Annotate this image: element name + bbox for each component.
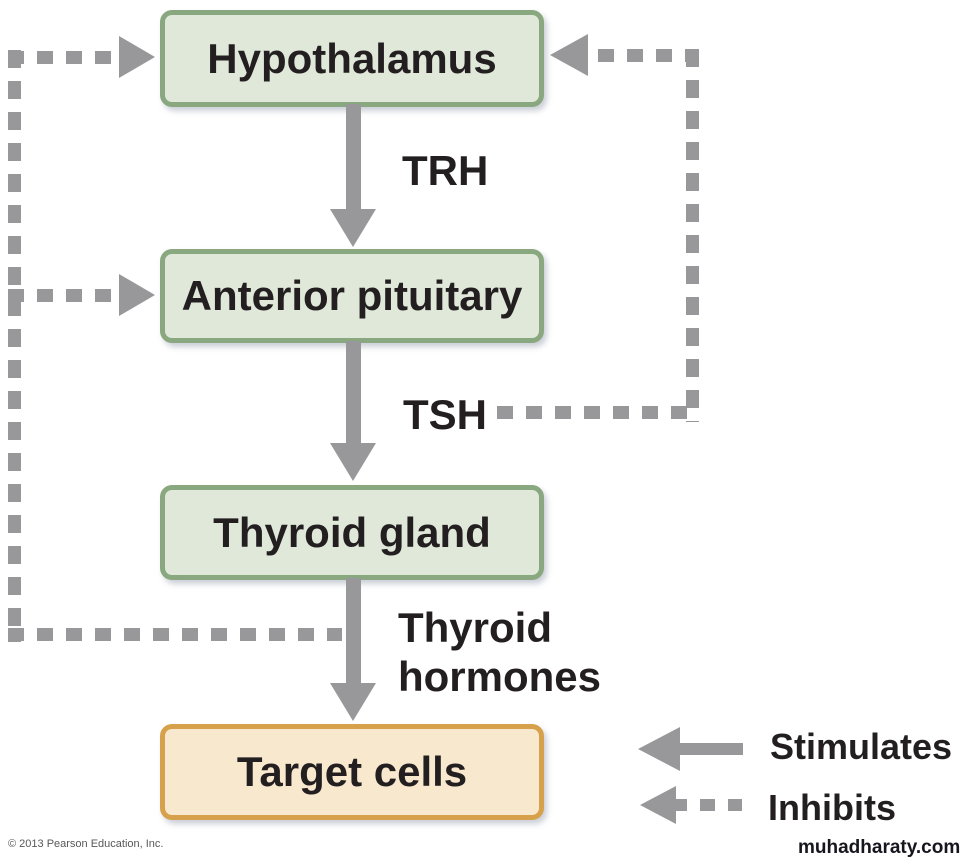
- tsh-label: TSH: [403, 391, 487, 438]
- node-anterior-pituitary: Anterior pituitary: [160, 249, 544, 343]
- legend-stimulates-label: Stimulates: [770, 726, 953, 767]
- trh-label: TRH: [402, 147, 489, 194]
- inhibit-arrow-head-anterior-pituitary-icon: [119, 274, 155, 316]
- tsh-feedback-bottom-dash: [497, 406, 698, 419]
- inhibit-arrow-head-hypothalamus-icon: [119, 36, 155, 78]
- left-feedback-mid-dash: [8, 289, 116, 302]
- legend-inhibits-arrow-head-icon: [640, 786, 676, 824]
- trh-arrow-head-icon: [330, 209, 376, 247]
- thyroid-hormones-label-line2: hormones: [398, 653, 602, 700]
- node-thyroid-gland-label: Thyroid gland: [213, 508, 491, 556]
- watermark-text: muhadharaty.com: [798, 837, 960, 858]
- legend-stimulates-arrow-shaft: [676, 743, 743, 755]
- thyroid-hormones-label: Thyroid hormones: [398, 603, 601, 701]
- copyright-text: © 2013 Pearson Education, Inc.: [8, 838, 164, 850]
- left-feedback-vertical-dash: [8, 50, 21, 642]
- legend-stimulates-arrow-head-icon: [638, 727, 680, 771]
- left-feedback-top-dash: [8, 51, 116, 64]
- tsh-arrow-shaft: [346, 341, 361, 446]
- tsh-arrow-head-icon: [330, 443, 376, 481]
- node-anterior-pituitary-label: Anterior pituitary: [181, 272, 523, 319]
- node-thyroid-gland: Thyroid gland: [160, 485, 544, 580]
- thyroid-hormones-arrow-head-icon: [330, 683, 376, 721]
- node-hypothalamus: Hypothalamus: [160, 10, 544, 107]
- tsh-feedback-top-dash: [598, 49, 698, 62]
- legend-inhibits-arrow-dash: [672, 799, 742, 811]
- legend-inhibits-label: Inhibits: [768, 787, 896, 828]
- thyroid-hormones-arrow-shaft: [346, 578, 361, 686]
- inhibit-arrow-head-hypothalamus-right-icon: [550, 34, 588, 76]
- node-target-cells: Target cells: [160, 724, 544, 820]
- left-feedback-bottom-dash: [8, 628, 342, 641]
- thyroid-hormones-label-line1: Thyroid: [398, 604, 552, 651]
- trh-arrow-shaft: [346, 104, 361, 212]
- tsh-feedback-vertical-dash: [686, 49, 699, 422]
- node-hypothalamus-label: Hypothalamus: [207, 34, 497, 82]
- node-target-cells-label: Target cells: [236, 748, 468, 795]
